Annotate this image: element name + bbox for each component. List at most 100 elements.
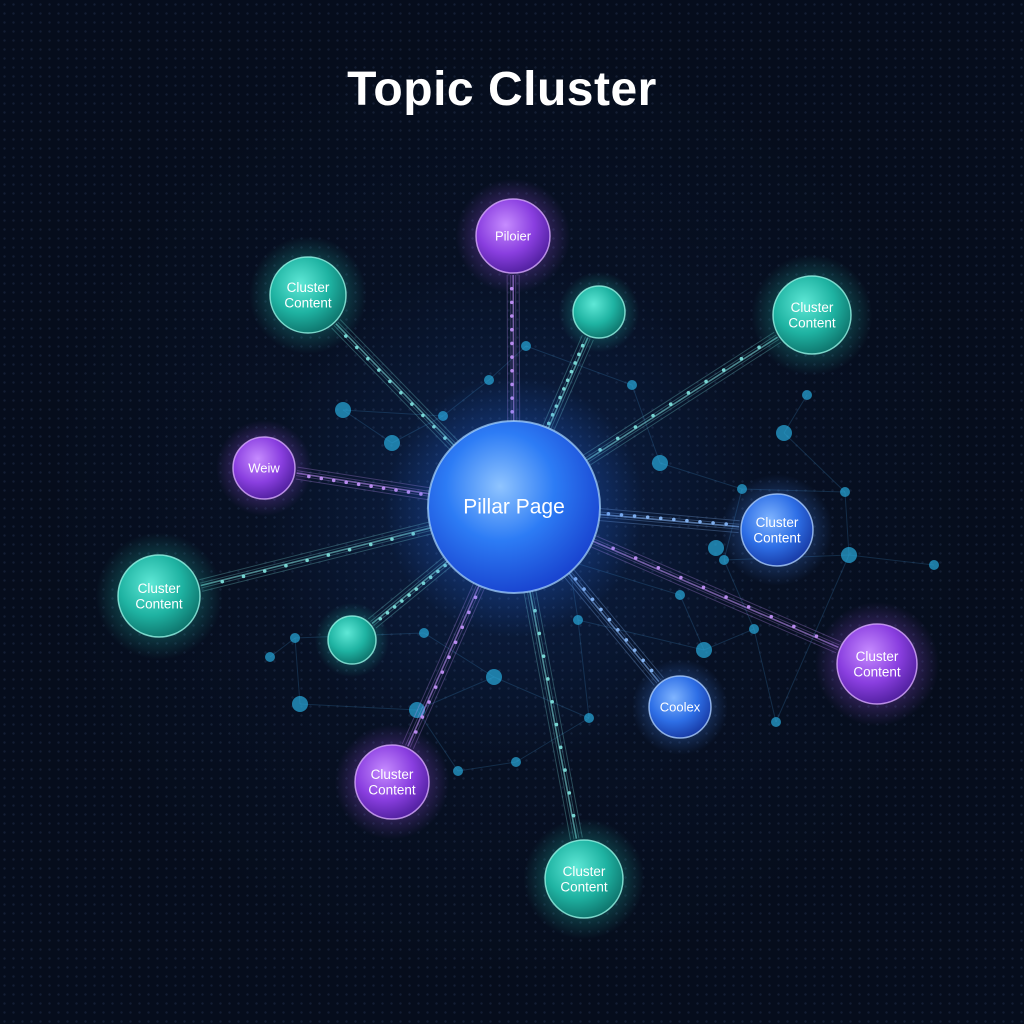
network-dot — [840, 487, 850, 497]
connector-particle — [746, 605, 751, 609]
connector-particle — [284, 563, 288, 568]
network-edge — [294, 637, 301, 705]
cluster-node-piloier: Piloier — [455, 178, 571, 294]
node-circle — [354, 744, 430, 820]
connector-particle — [624, 638, 629, 642]
connector-particle — [399, 390, 403, 395]
connector-particle — [565, 378, 570, 383]
connector-particle — [392, 605, 397, 609]
connector-particle — [377, 368, 381, 372]
node-label: Content — [284, 295, 332, 310]
connector-particle — [658, 516, 663, 521]
network-edge — [775, 554, 850, 723]
network-dot — [841, 547, 857, 563]
network-edge — [525, 345, 633, 386]
connector-particle — [672, 517, 676, 522]
connector-particle — [319, 476, 324, 481]
connector-particle — [679, 575, 683, 580]
connector-particle — [440, 670, 445, 674]
node-label: Content — [560, 879, 608, 894]
node-circle — [269, 256, 347, 334]
connector-particle — [814, 634, 819, 638]
connector-particle — [347, 547, 352, 552]
network-edge — [416, 676, 495, 711]
network-edge — [844, 491, 850, 556]
network-dot — [776, 425, 792, 441]
connector-particle — [571, 813, 576, 818]
connector-particle — [668, 402, 673, 407]
network-dot — [265, 652, 275, 662]
connector-particle — [711, 521, 715, 525]
connector-particle — [573, 361, 577, 365]
pillar-node: Pillar Page — [384, 377, 644, 637]
connector-particle — [721, 368, 726, 372]
connector-particle — [262, 569, 267, 573]
network-edge — [269, 637, 296, 658]
connector-particle — [241, 574, 246, 579]
connector-particle — [577, 352, 581, 357]
connector-particle — [567, 791, 572, 795]
page-title: Topic Cluster — [347, 63, 657, 116]
connector-particle — [407, 593, 411, 597]
connector-particle — [509, 314, 514, 318]
node-circle — [475, 198, 551, 274]
connector-particle — [388, 379, 392, 384]
network-dot — [696, 642, 712, 658]
node-label: Cluster — [856, 649, 899, 664]
network-edge — [577, 619, 705, 651]
connector-particle — [645, 515, 650, 519]
network-edge — [659, 462, 743, 490]
network-edge — [577, 619, 590, 719]
node-label: Cluster — [138, 581, 181, 596]
connector-particle — [633, 556, 638, 560]
node-label: Cluster — [287, 280, 330, 295]
connector-particle — [633, 425, 638, 429]
connector-particle — [641, 658, 645, 663]
connector-particle — [427, 700, 431, 704]
network-dot — [292, 696, 308, 712]
node-label: Cluster — [791, 300, 834, 315]
node-label: Content — [135, 596, 183, 611]
network-edge — [342, 409, 393, 444]
node-label: Content — [368, 782, 416, 797]
connector-particle — [632, 648, 637, 652]
node-circle — [740, 493, 814, 567]
network-dot — [419, 628, 429, 638]
connector-particle — [550, 699, 554, 704]
network-edge — [848, 554, 935, 566]
network-dot — [335, 402, 351, 418]
connector-particle — [541, 654, 546, 659]
network-dot — [749, 624, 759, 634]
connector-particle — [220, 579, 225, 584]
node-label: Coolex — [660, 700, 701, 715]
node-label: Content — [788, 315, 836, 330]
network-dot — [771, 717, 781, 727]
cluster-node-weiw: Weiw — [215, 419, 313, 517]
connector-particle — [366, 356, 370, 361]
network-dot — [675, 590, 685, 600]
network-dot — [521, 341, 531, 351]
network-edge — [679, 594, 705, 651]
connector-particle — [381, 486, 386, 490]
connector-particle — [554, 722, 559, 727]
node-circle — [648, 675, 712, 739]
network-edge — [631, 384, 661, 464]
connector-particle — [569, 369, 574, 374]
cluster-node-coolex: Coolex — [631, 658, 729, 756]
network-dot — [627, 380, 637, 390]
node-circle — [327, 615, 377, 665]
network-dot — [708, 540, 724, 556]
node-label: Content — [753, 530, 801, 545]
network-edge — [299, 703, 418, 711]
connector-particle — [385, 611, 390, 615]
connector-particle — [701, 585, 706, 590]
network-edge — [423, 632, 495, 678]
connector-particle — [344, 480, 348, 485]
connector-particle — [704, 379, 708, 384]
node-label: Piloier — [495, 229, 532, 244]
network-dot — [453, 766, 463, 776]
connector-particle — [739, 356, 744, 361]
